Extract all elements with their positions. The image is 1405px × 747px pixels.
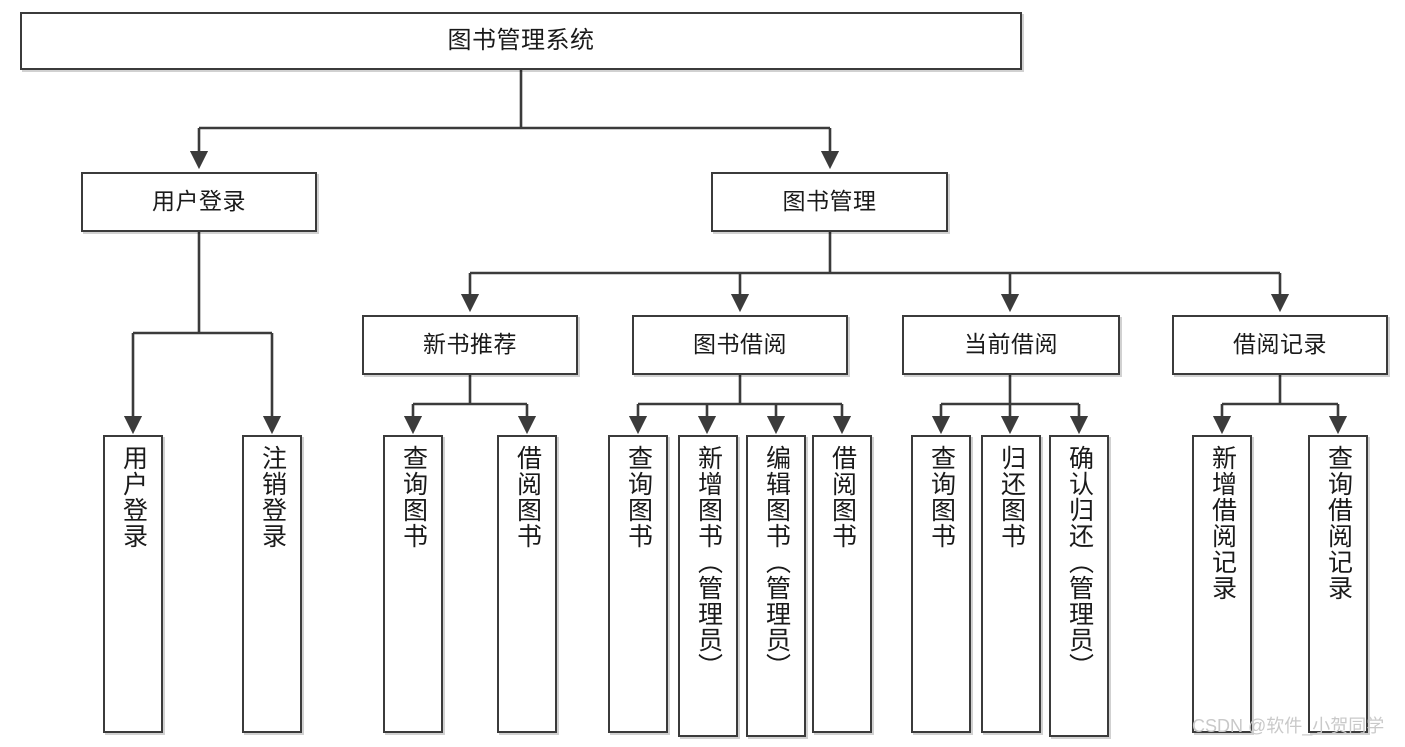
- node-leaf-borrow-book-1[interactable]: 借阅图书: [497, 435, 557, 733]
- node-leaf-user-login[interactable]: 用户登录: [103, 435, 163, 733]
- csdn-watermark: CSDN @软件_小贺同学: [1192, 716, 1385, 736]
- node-leaf-query-book-3-label: 查询图书: [927, 445, 956, 549]
- node-user-login-label: 用户登录: [152, 188, 246, 215]
- node-book-manage-label: 图书管理: [782, 188, 877, 215]
- node-borrow-record-label: 借阅记录: [1233, 331, 1327, 358]
- node-leaf-add-record[interactable]: 新增借阅记录: [1192, 435, 1252, 733]
- node-borrow-record[interactable]: 借阅记录: [1172, 315, 1388, 375]
- node-leaf-query-book-1[interactable]: 查询图书: [383, 435, 443, 733]
- node-leaf-confirm-return-label: 确认归还（管理员）: [1065, 445, 1094, 679]
- node-leaf-borrow-book-2[interactable]: 借阅图书: [812, 435, 872, 733]
- node-current-borrow[interactable]: 当前借阅: [902, 315, 1120, 375]
- node-leaf-return-book-label: 归还图书: [997, 445, 1026, 549]
- node-leaf-add-record-label: 新增借阅记录: [1208, 445, 1237, 601]
- node-new-book-rec[interactable]: 新书推荐: [362, 315, 578, 375]
- node-user-login[interactable]: 用户登录: [81, 172, 317, 232]
- node-leaf-logout-login-label: 注销登录: [258, 445, 287, 549]
- node-leaf-return-book[interactable]: 归还图书: [981, 435, 1041, 733]
- node-leaf-borrow-book-1-label: 借阅图书: [513, 445, 542, 549]
- node-leaf-query-book-2[interactable]: 查询图书: [608, 435, 668, 733]
- node-leaf-confirm-return[interactable]: 确认归还（管理员）: [1049, 435, 1109, 737]
- node-book-manage[interactable]: 图书管理: [711, 172, 948, 232]
- node-leaf-query-book-3[interactable]: 查询图书: [911, 435, 971, 733]
- node-leaf-add-book[interactable]: 新增图书（管理员）: [678, 435, 738, 737]
- node-root[interactable]: 图书管理系统: [20, 12, 1022, 70]
- node-leaf-add-book-label: 新增图书（管理员）: [694, 445, 723, 679]
- node-leaf-edit-book-label: 编辑图书（管理员）: [762, 445, 791, 679]
- node-leaf-query-book-2-label: 查询图书: [624, 445, 653, 549]
- node-root-label: 图书管理系统: [447, 26, 595, 54]
- node-leaf-user-login-label: 用户登录: [119, 445, 148, 549]
- node-leaf-query-book-1-label: 查询图书: [399, 445, 428, 549]
- node-leaf-borrow-book-2-label: 借阅图书: [828, 445, 857, 549]
- node-book-borrow-label: 图书借阅: [693, 331, 787, 358]
- node-new-book-rec-label: 新书推荐: [423, 331, 517, 358]
- node-leaf-query-record[interactable]: 查询借阅记录: [1308, 435, 1368, 733]
- node-leaf-edit-book[interactable]: 编辑图书（管理员）: [746, 435, 806, 737]
- node-leaf-logout-login[interactable]: 注销登录: [242, 435, 302, 733]
- node-book-borrow[interactable]: 图书借阅: [632, 315, 848, 375]
- node-current-borrow-label: 当前借阅: [964, 331, 1058, 358]
- node-leaf-query-record-label: 查询借阅记录: [1324, 445, 1353, 601]
